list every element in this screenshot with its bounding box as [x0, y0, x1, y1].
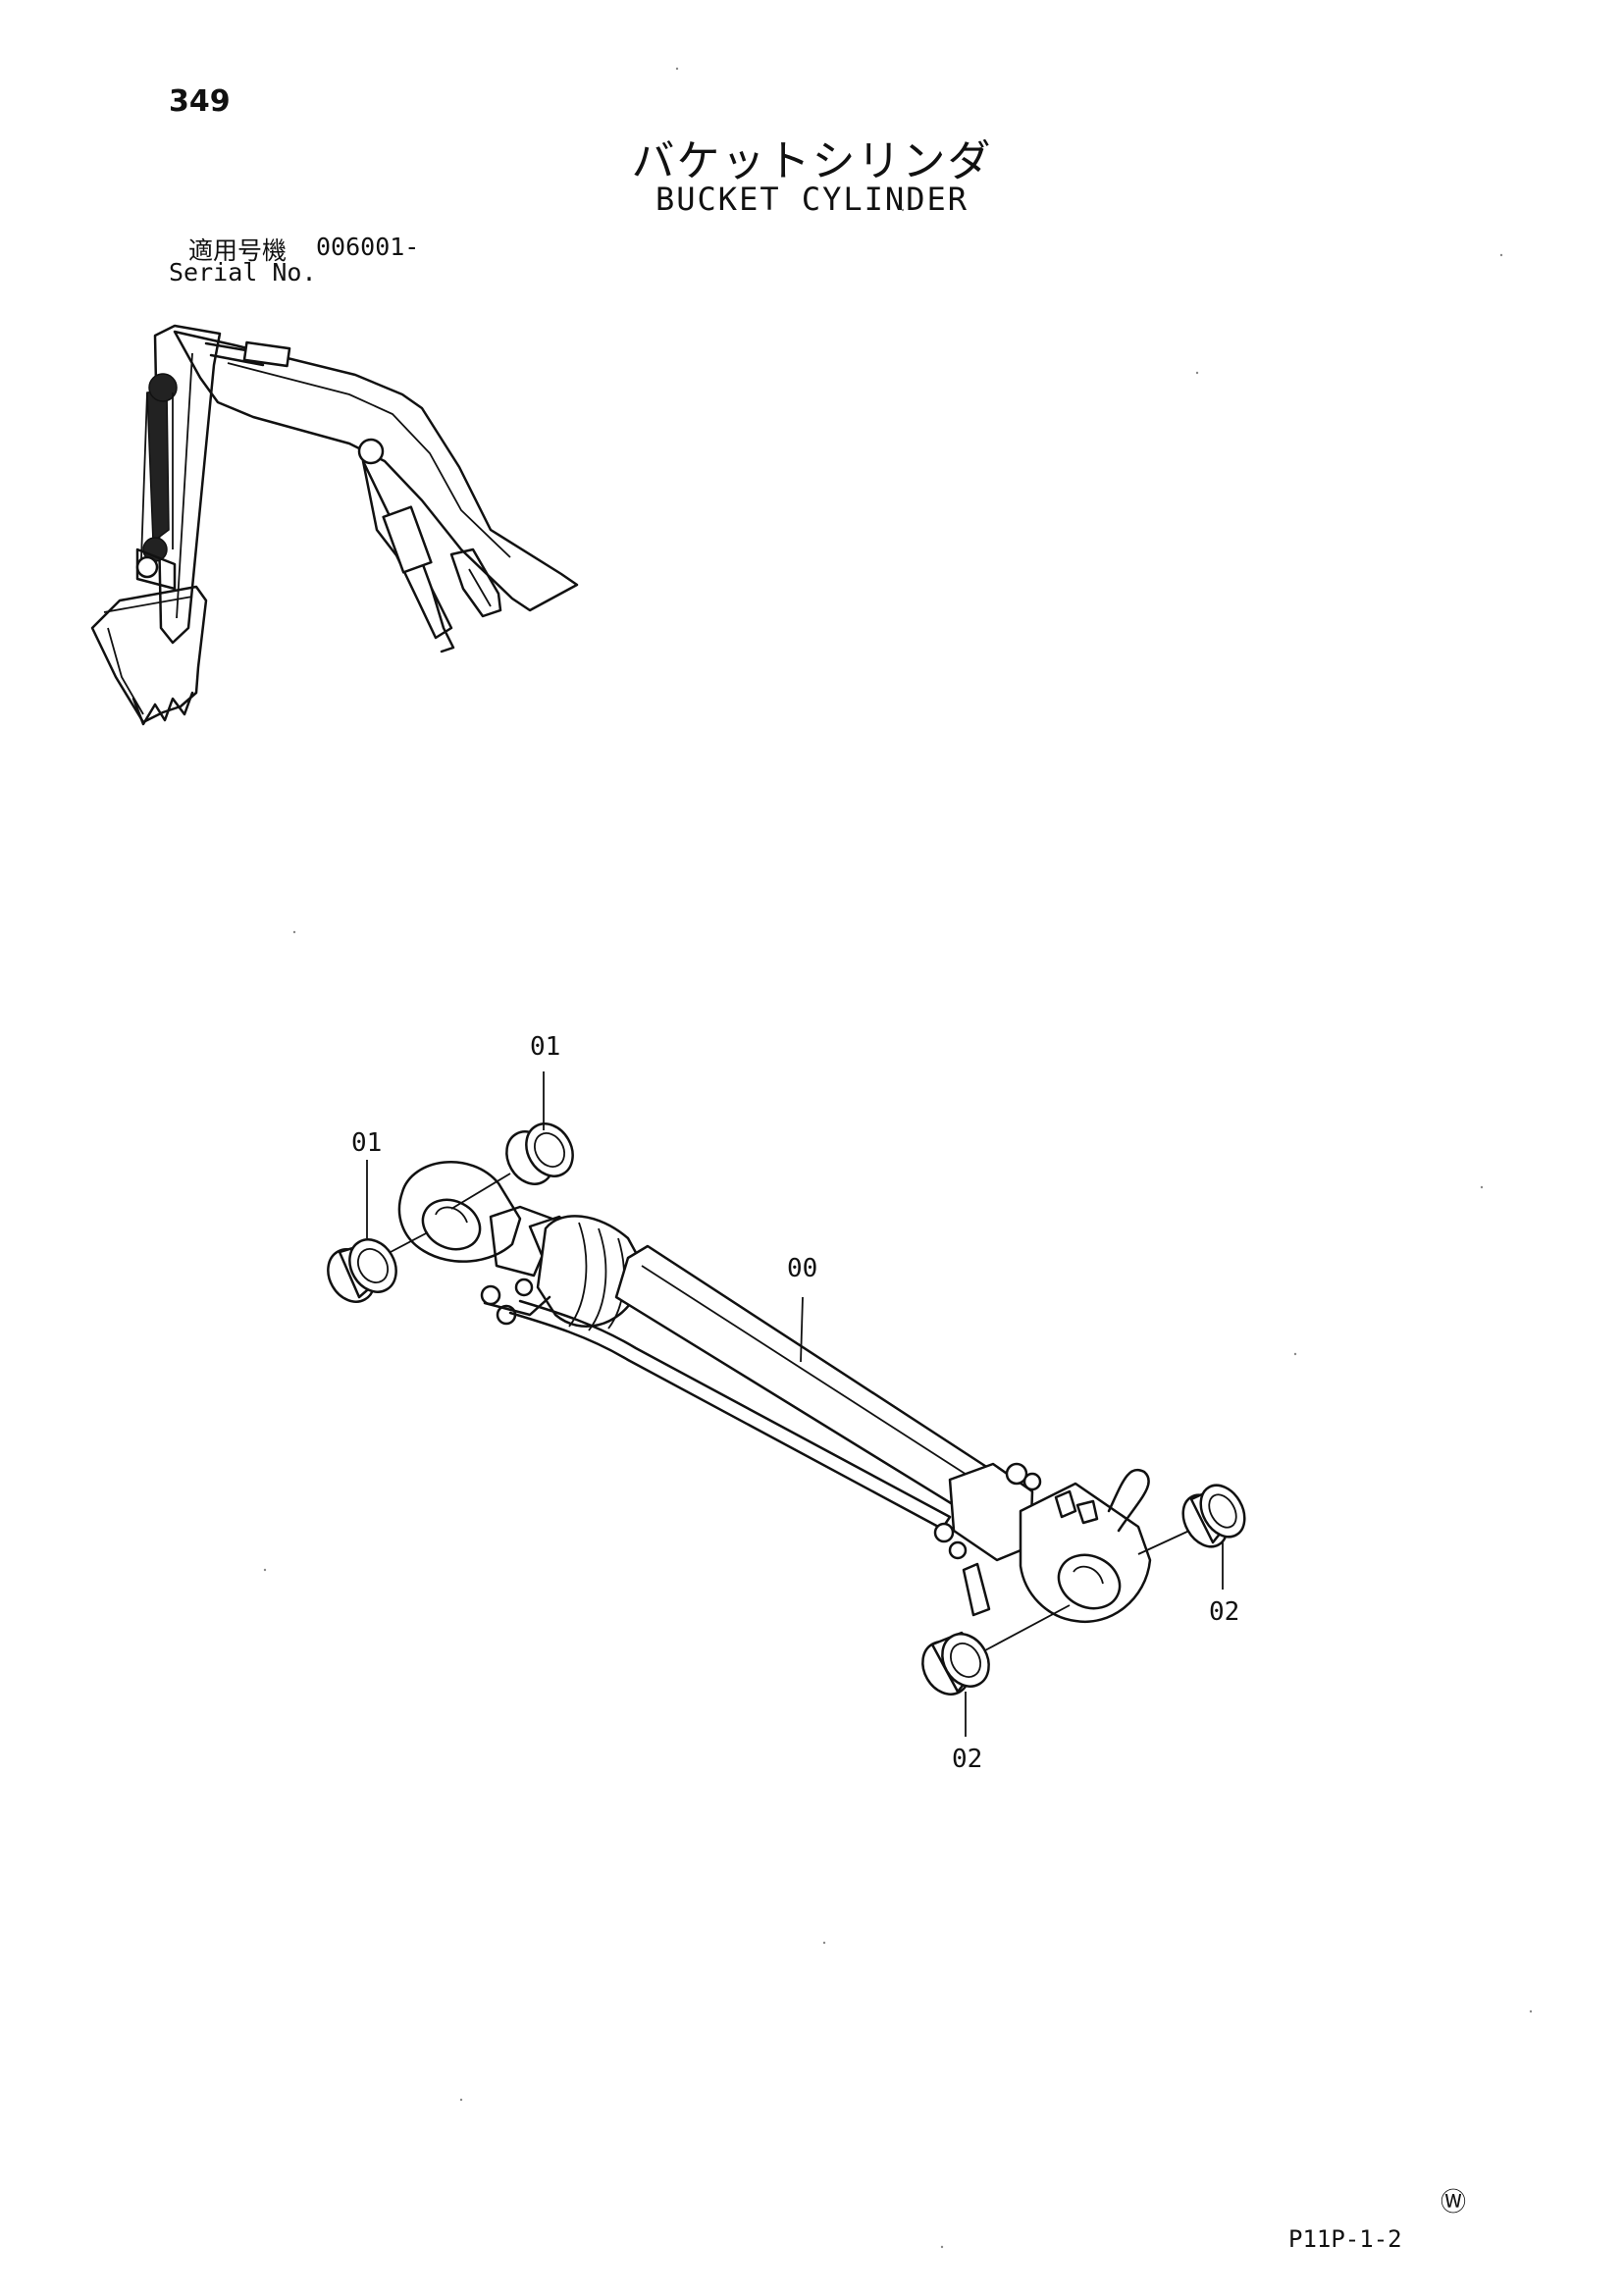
- watermark-symbol: Ⓦ: [1441, 2188, 1467, 2218]
- callout-02-right: 02: [1209, 1597, 1240, 1627]
- bushing-02-bottom: [921, 1604, 1071, 1737]
- bucket-cylinder-assembly: [397, 1161, 1152, 1624]
- bushing-02-right: [1137, 1484, 1246, 1590]
- serial-number-value: 006001-: [316, 233, 420, 261]
- callout-02-bottom: 02: [952, 1745, 983, 1774]
- page-title-english: BUCKET CYLINDER: [655, 181, 969, 218]
- bushing-01-upper: [450, 1071, 574, 1210]
- excavator-arm-thumbnail: [90, 324, 579, 726]
- bushing-01-left: [327, 1160, 429, 1303]
- scan-specks: [263, 67, 1533, 2249]
- serial-label-english: Serial No.: [169, 258, 317, 287]
- figure-code: P11P-1-2: [1288, 2225, 1402, 2253]
- callout-00: 00: [787, 1254, 818, 1283]
- page-title-japanese: バケットシリンダ: [631, 136, 993, 186]
- callout-01-left: 01: [351, 1128, 383, 1158]
- serial-label-japanese: 適用号機: [188, 236, 288, 265]
- page-number: 349: [169, 84, 231, 119]
- callout-01-upper: 01: [530, 1032, 561, 1062]
